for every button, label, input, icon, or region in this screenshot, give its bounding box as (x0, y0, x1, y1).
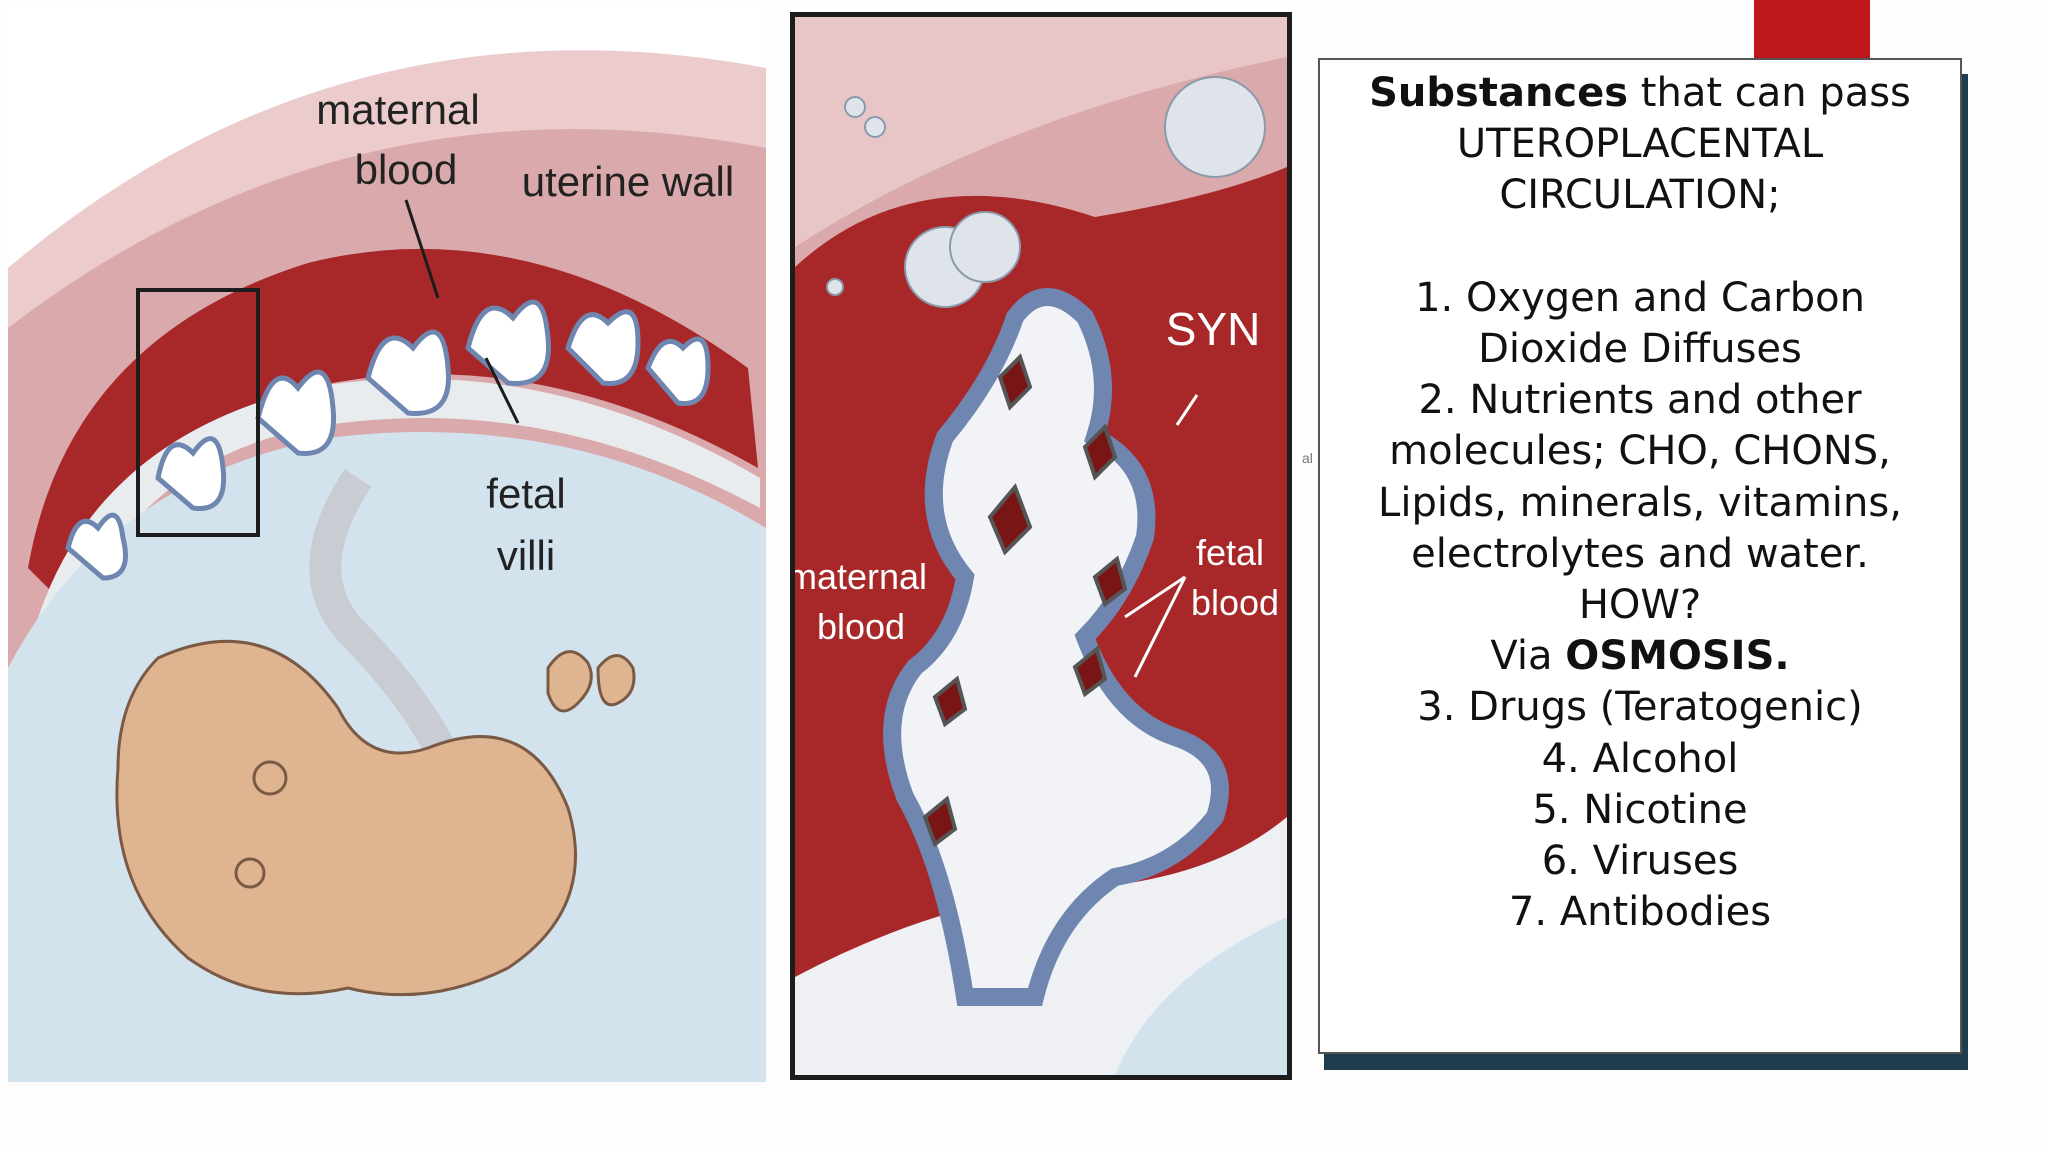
via-line: Via OSMOSIS. (1320, 631, 1960, 682)
item3: 3. Drugs (Teratogenic) (1417, 684, 1863, 731)
accent-tab (1754, 0, 1870, 58)
villus-tree (883, 288, 1229, 1006)
title-line2: UTEROPLACENTAL (1456, 121, 1824, 168)
title-line1: Substances that can pass (1320, 68, 1960, 119)
label-maternal-blood-1: maternal (316, 86, 479, 133)
fetus-illustration (115, 639, 636, 997)
item4: 4. Alcohol (1541, 735, 1739, 782)
stray-text: al (1302, 450, 1313, 466)
label-fetal-villi-2: villi (497, 532, 555, 579)
label-uterine-wall: uterine wall (522, 158, 734, 205)
blank-line (1320, 222, 1960, 273)
label-maternal-blood-2: blood (817, 606, 905, 647)
title-rest: that can pass (1628, 70, 1911, 116)
item2-line3: Lipids, minerals, vitamins, (1378, 479, 1902, 526)
uterus-fetus-diagram: maternal blood uterine wall fetal villi (8, 8, 766, 1082)
item2-line4: electrolytes and water. (1411, 530, 1869, 577)
via-bold: OSMOSIS. (1565, 633, 1790, 680)
item5: 5. Nicotine (1532, 786, 1748, 833)
title-line3: CIRCULATION; (1499, 172, 1781, 219)
item2-line1: 2. Nutrients and other (1418, 377, 1862, 424)
item7: 7. Antibodies (1508, 889, 1772, 936)
label-fetal-blood-1: fetal (1196, 532, 1264, 573)
label-fetal-blood-2: blood (1191, 582, 1279, 623)
villi-detail-diagram: SYN maternal blood fetal blood (790, 12, 1292, 1080)
title-bold: Substances (1369, 70, 1629, 116)
label-maternal-blood-1: maternal (795, 556, 927, 597)
label-maternal-blood-2: blood (355, 146, 458, 193)
label-fetal-villi-1: fetal (486, 470, 565, 517)
item1-line1: 1. Oxygen and Carbon (1415, 274, 1865, 321)
label-syn: SYN (1166, 303, 1261, 355)
item2-line2: molecules; CHO, CHONS, (1389, 428, 1891, 475)
inset-box (136, 288, 260, 537)
substances-text-box: Substances that can pass UTEROPLACENTAL … (1318, 58, 1962, 1054)
item1-line2: Dioxide Diffuses (1478, 326, 1802, 373)
item6: 6. Viruses (1541, 838, 1739, 885)
via-prefix: Via (1490, 633, 1566, 680)
how-line: HOW? (1578, 582, 1702, 629)
